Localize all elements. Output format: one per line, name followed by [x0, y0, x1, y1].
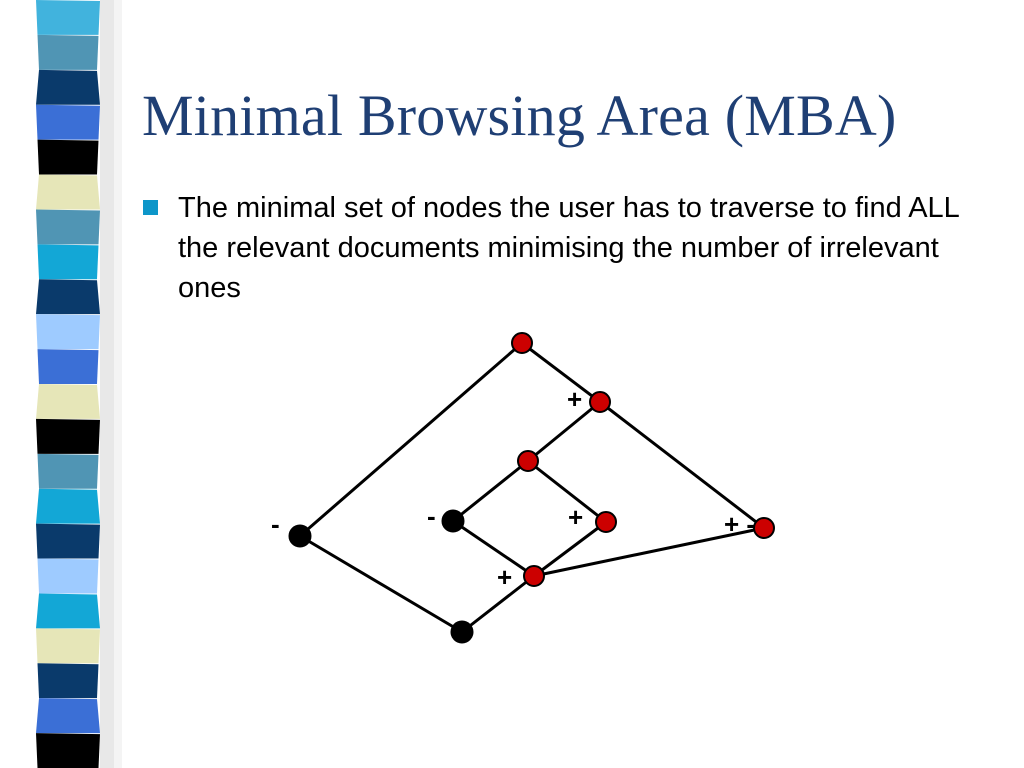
graph-edge — [461, 574, 535, 634]
bullet-list: The minimal set of nodes the user has to… — [140, 188, 990, 308]
irrelevant-node — [450, 620, 474, 644]
graph-edge — [452, 519, 535, 578]
graph-edge — [527, 459, 607, 524]
decorative-stripe — [36, 0, 122, 768]
relevant-node — [511, 332, 533, 354]
node-label: + - — [724, 509, 755, 539]
node-label: + — [497, 562, 512, 592]
graph-edge — [527, 400, 601, 463]
labels-layer: + - + + - - + — [271, 384, 755, 592]
square-bullet-icon — [143, 200, 158, 215]
edges-layer — [299, 341, 765, 634]
graph-edge — [599, 400, 765, 530]
slide-title: Minimal Browsing Area (MBA) — [142, 83, 897, 148]
irrelevant-node — [288, 524, 312, 548]
nodes-layer — [288, 332, 775, 644]
graph-edge — [299, 341, 523, 538]
graph-edge — [299, 534, 463, 634]
relevant-node — [595, 511, 617, 533]
graph-edge — [533, 526, 765, 578]
graph-edge — [521, 341, 601, 404]
graph-edge — [533, 520, 607, 578]
relevant-node — [523, 565, 545, 587]
node-label: - — [427, 501, 436, 531]
irrelevant-node — [441, 509, 465, 533]
relevant-node — [589, 391, 611, 413]
node-label: + — [567, 384, 582, 414]
bullet-text: The minimal set of nodes the user has to… — [178, 192, 959, 304]
graph-edge — [452, 459, 529, 523]
bullet-item: The minimal set of nodes the user has to… — [140, 188, 990, 308]
node-label: - — [271, 509, 280, 539]
relevant-node — [753, 517, 775, 539]
node-label: + — [568, 502, 583, 532]
relevant-node — [517, 450, 539, 472]
